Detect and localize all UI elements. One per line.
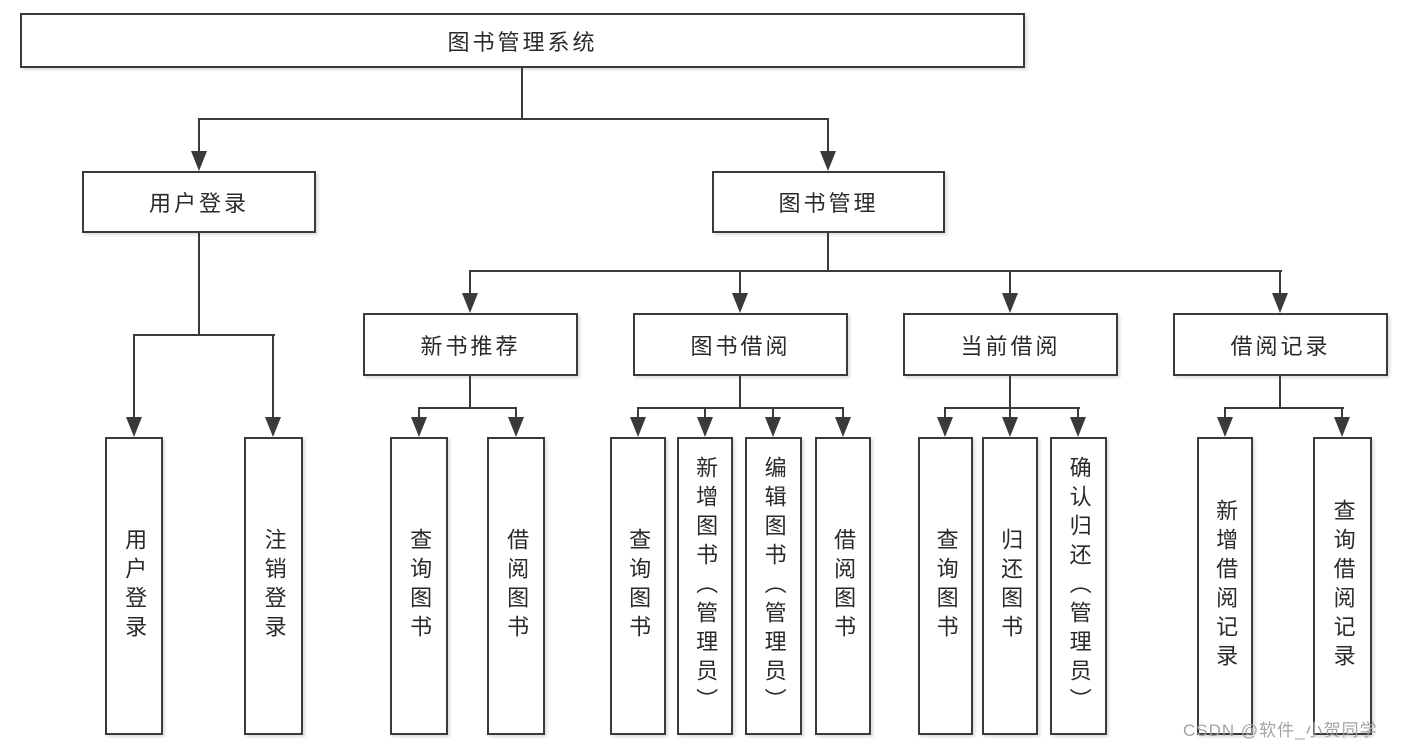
connector-line <box>1224 407 1344 409</box>
arrowhead-down-icon <box>1002 293 1018 313</box>
connector-line <box>133 334 275 336</box>
arrowhead-down-icon <box>508 417 524 437</box>
node-leaf-bb-edit-books-admin: 编辑图书（管理员） <box>745 437 802 735</box>
arrowhead-down-icon <box>411 417 427 437</box>
arrowhead-down-icon <box>820 151 836 171</box>
node-book-management: 图书管理 <box>712 171 945 233</box>
node-label: 归还图书 <box>998 528 1024 644</box>
node-leaf-bb-add-books-admin: 新增图书（管理员） <box>677 437 733 735</box>
connector-line <box>515 407 517 419</box>
arrowhead-down-icon <box>630 417 646 437</box>
arrowhead-down-icon <box>1272 293 1288 313</box>
connector-line <box>739 376 741 409</box>
arrowhead-down-icon <box>126 417 142 437</box>
node-label: 新增图书（管理员） <box>693 455 719 717</box>
connector-line <box>133 334 135 419</box>
csdn-watermark: CSDN @软件_小贺同学 <box>1183 721 1378 740</box>
connector-line <box>198 118 200 153</box>
node-book-borrowing: 图书借阅 <box>633 313 848 376</box>
arrowhead-down-icon <box>1070 417 1086 437</box>
arrowhead-down-icon <box>191 151 207 171</box>
arrowhead-down-icon <box>462 293 478 313</box>
connector-line <box>469 270 471 295</box>
node-label: 编辑图书（管理员） <box>761 455 787 717</box>
connector-line <box>418 407 517 409</box>
connector-line <box>418 407 420 419</box>
connector-line <box>637 407 844 409</box>
node-label: 查询图书 <box>626 528 652 644</box>
node-leaf-cb-confirm-return-admin: 确认归还（管理员） <box>1050 437 1107 735</box>
node-leaf-cb-query-books: 查询图书 <box>918 437 973 735</box>
arrowhead-down-icon <box>732 293 748 313</box>
connector-line <box>637 407 639 419</box>
node-leaf-br-query-record: 查询借阅记录 <box>1313 437 1372 735</box>
node-leaf-br-add-record: 新增借阅记录 <box>1197 437 1253 735</box>
node-leaf-bb-query-books: 查询图书 <box>610 437 666 735</box>
arrowhead-down-icon <box>937 417 953 437</box>
arrowhead-down-icon <box>1334 417 1350 437</box>
connector-line <box>704 407 706 419</box>
node-label: 图书管理 <box>778 191 879 216</box>
connector-line <box>521 68 523 119</box>
node-label: 图书借阅 <box>690 333 791 359</box>
connector-line <box>827 233 829 272</box>
node-leaf-bb-borrow-books: 借阅图书 <box>815 437 871 735</box>
connector-line <box>827 118 829 153</box>
connector-line <box>1077 407 1079 419</box>
node-label: 当前借阅 <box>960 333 1061 359</box>
connector-line <box>469 270 1282 272</box>
arrowhead-down-icon <box>265 417 281 437</box>
connector-line <box>842 407 844 419</box>
node-leaf-cb-return-books: 归还图书 <box>982 437 1038 735</box>
arrowhead-down-icon <box>765 417 781 437</box>
node-borrowing-records: 借阅记录 <box>1173 313 1388 376</box>
node-leaf-rec-borrow-books: 借阅图书 <box>487 437 545 735</box>
node-label: 查询图书 <box>407 528 433 644</box>
node-leaf-logout: 注销登录 <box>244 437 303 735</box>
node-label: 借阅记录 <box>1230 333 1331 359</box>
connector-line <box>469 376 471 409</box>
connector-line <box>1009 407 1011 419</box>
node-label: 查询图书 <box>933 528 959 644</box>
connector-line <box>1279 376 1281 409</box>
connector-line <box>1009 376 1011 409</box>
node-library-management-system: 图书管理系统 <box>20 13 1025 68</box>
connector-line <box>1341 407 1343 419</box>
connector-line <box>944 407 1080 409</box>
node-label: 查询借阅记录 <box>1330 499 1356 673</box>
node-label: 新书推荐 <box>420 333 521 359</box>
node-leaf-rec-query-books: 查询图书 <box>390 437 448 735</box>
node-label: 用户登录 <box>122 528 148 644</box>
node-user-login: 用户登录 <box>82 171 316 233</box>
node-label: 图书管理系统 <box>447 29 598 55</box>
node-label: 注销登录 <box>261 528 287 644</box>
node-label: 确认归还（管理员） <box>1066 455 1092 717</box>
connector-line <box>944 407 946 419</box>
connector-line <box>1279 270 1281 295</box>
arrowhead-down-icon <box>697 417 713 437</box>
node-label: 借阅图书 <box>831 528 857 644</box>
node-label: 借阅图书 <box>504 528 530 644</box>
node-new-book-recommendation: 新书推荐 <box>363 313 578 376</box>
arrowhead-down-icon <box>1217 417 1233 437</box>
node-label: 新增借阅记录 <box>1213 499 1239 673</box>
node-current-borrowing: 当前借阅 <box>903 313 1118 376</box>
connector-line <box>1009 270 1011 295</box>
connector-line <box>739 270 741 295</box>
connector-line <box>198 233 200 336</box>
connector-line <box>1224 407 1226 419</box>
node-leaf-user-login: 用户登录 <box>105 437 163 735</box>
connector-line <box>772 407 774 419</box>
connector-line <box>198 118 829 120</box>
node-label: 用户登录 <box>148 191 249 216</box>
arrowhead-down-icon <box>835 417 851 437</box>
connector-line <box>272 334 274 419</box>
arrowhead-down-icon <box>1002 417 1018 437</box>
